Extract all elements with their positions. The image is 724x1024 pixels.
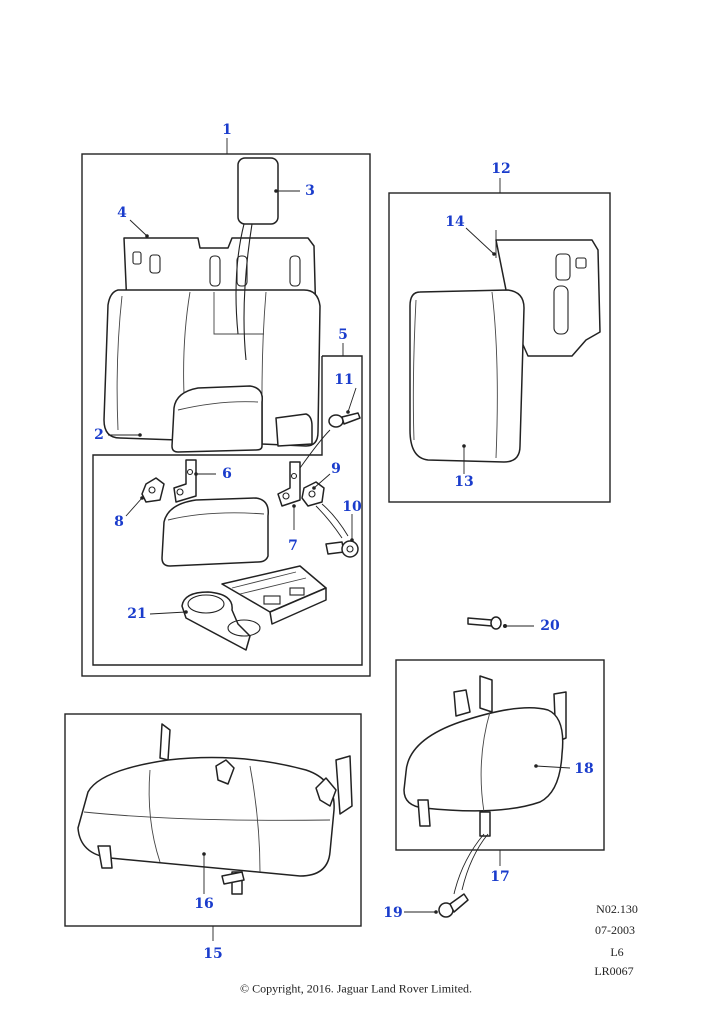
- bracket-6: [173, 459, 197, 503]
- callout-11: 11: [334, 372, 354, 388]
- armrest-loose: [161, 497, 269, 567]
- group-frame-12: [388, 178, 611, 503]
- cup-holder-21: [181, 565, 327, 651]
- bolt-11: [299, 412, 361, 469]
- diagram-date: 07-2003: [595, 923, 635, 937]
- callout-8: 8: [114, 514, 124, 530]
- group-frame-1: [81, 138, 371, 677]
- bracket-9: [301, 481, 349, 539]
- callout-13: 13: [454, 474, 474, 490]
- bracket-7: [277, 461, 301, 507]
- callout-4: 4: [117, 205, 127, 221]
- callout-1: 1: [222, 122, 232, 138]
- callout-12: 12: [491, 161, 511, 177]
- callout-21: 21: [127, 606, 147, 622]
- group-frame-15: [64, 713, 362, 941]
- callout-5: 5: [338, 327, 348, 343]
- seat-cushion-16: [77, 723, 353, 895]
- callout-17: 17: [490, 869, 510, 885]
- callout-10: 10: [342, 499, 362, 515]
- callout-14: 14: [445, 214, 465, 230]
- seat-back-cushion-right: [409, 289, 525, 463]
- group-frame-17: [395, 659, 605, 866]
- bolt-20: [467, 616, 507, 630]
- callout-19: 19: [383, 905, 403, 921]
- copyright-notice: © Copyright, 2016. Jaguar Land Rover Lim…: [239, 981, 473, 996]
- bracket-8: [141, 477, 165, 503]
- seat-cushion-18: [403, 675, 567, 837]
- diagram-reference: N02.130: [596, 902, 638, 916]
- callout-7: 7: [288, 538, 298, 554]
- callout-15: 15: [203, 946, 223, 962]
- callout-18: 18: [574, 761, 594, 777]
- bolt-19: [438, 833, 489, 918]
- callout-2: 2: [94, 427, 104, 443]
- screw-10: [325, 540, 359, 558]
- armrest-installed: [171, 385, 313, 453]
- engine-code: L6: [610, 945, 624, 959]
- group-frame-5: [92, 343, 363, 666]
- callout-20: 20: [540, 618, 560, 634]
- callout-3: 3: [305, 183, 315, 199]
- callout-9: 9: [331, 461, 341, 477]
- callout-16: 16: [194, 896, 214, 912]
- leader-lines: [108, 189, 571, 914]
- callout-6: 6: [222, 466, 232, 482]
- illustration-code: LR0067: [594, 964, 634, 978]
